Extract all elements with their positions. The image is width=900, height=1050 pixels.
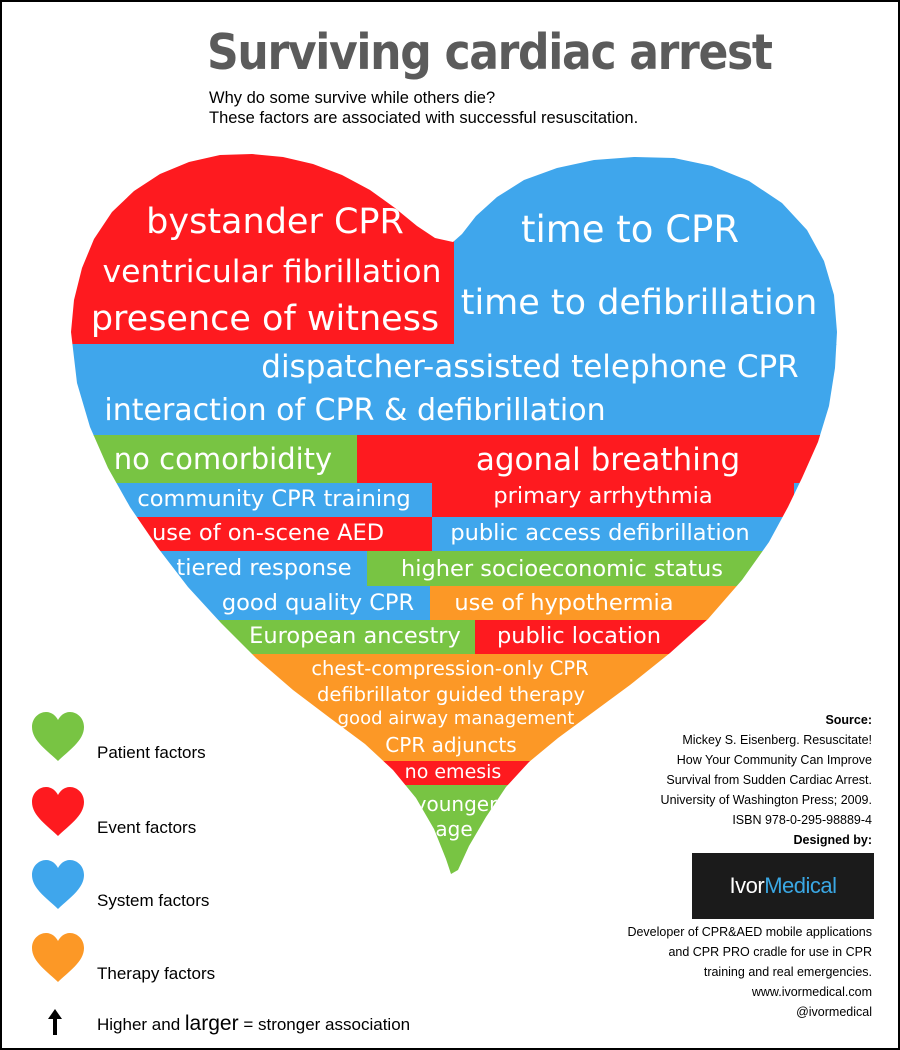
legend-label: System factors bbox=[97, 891, 210, 910]
factor-label: time to defibrillation bbox=[460, 283, 818, 323]
factor-label: presence of witness bbox=[90, 299, 440, 339]
factor-label: ventricular fibrillation bbox=[102, 254, 442, 290]
developer-line: and CPR PRO cradle for use in CPR bbox=[668, 945, 872, 959]
factor-label: younger bbox=[414, 792, 498, 816]
block-event bbox=[357, 435, 837, 483]
factor-label: dispatcher-assisted telephone CPR bbox=[261, 349, 799, 385]
heart-icon bbox=[32, 860, 84, 909]
factor-label: community CPR training bbox=[137, 486, 411, 512]
page-title: Surviving cardiac arrest bbox=[207, 24, 773, 81]
source-line: ISBN 978-0-295-98889-4 bbox=[732, 813, 872, 827]
heart-icon bbox=[32, 933, 84, 982]
factor-label: good quality CPR bbox=[221, 590, 415, 616]
website-link[interactable]: www.ivormedical.com bbox=[751, 985, 872, 999]
legend-label: Event factors bbox=[97, 818, 197, 837]
block-patient bbox=[71, 435, 357, 483]
legend-label: Patient factors bbox=[97, 743, 206, 762]
twitter-handle[interactable]: @ivormedical bbox=[796, 1005, 872, 1019]
factor-label: agonal breathing bbox=[475, 442, 741, 478]
factor-label: time to CPR bbox=[520, 208, 740, 251]
association-text: = stronger association bbox=[238, 1015, 411, 1034]
factor-label: age bbox=[435, 817, 473, 841]
factor-label: primary arrhythmia bbox=[493, 483, 713, 509]
developer-line: training and real emergencies. bbox=[703, 965, 872, 979]
arrow-up-icon bbox=[48, 1009, 62, 1035]
block-event bbox=[432, 483, 794, 517]
factor-label: higher socioeconomic status bbox=[400, 556, 724, 582]
factor-label: tiered response bbox=[176, 555, 352, 581]
factor-label: chest-compression-only CPR bbox=[311, 657, 589, 680]
factor-label: no emesis bbox=[404, 761, 502, 783]
factor-label: bystander CPR bbox=[146, 202, 404, 242]
association-text: Higher and bbox=[97, 1015, 185, 1034]
factor-label: interaction of CPR & defibrillation bbox=[104, 393, 606, 428]
source-line: University of Washington Press; 2009. bbox=[660, 793, 872, 807]
factor-label: use of hypothermia bbox=[454, 590, 674, 616]
designed-by-heading: Designed by: bbox=[793, 833, 873, 847]
subtitle: Why do some survive while others die? Th… bbox=[209, 88, 638, 128]
source-heading: Source: bbox=[825, 713, 872, 727]
source-line: Survival from Sudden Cardiac Arrest. bbox=[666, 773, 872, 787]
association-emphasis: larger bbox=[184, 1012, 239, 1035]
factor-label: European ancestry bbox=[249, 623, 461, 649]
source-block: Source: Mickey S. Eisenberg. Resuscitate… bbox=[661, 710, 872, 850]
heart-icon bbox=[32, 787, 84, 836]
subtitle-line: These factors are associated with succes… bbox=[209, 109, 639, 127]
developer-line: Developer of CPR&AED mobile applications bbox=[627, 925, 872, 939]
factor-label: public access defibrillation bbox=[450, 520, 750, 546]
factor-label: good airway management bbox=[337, 708, 575, 729]
factor-label: CPR adjuncts bbox=[385, 733, 517, 757]
developer-block: Developer of CPR&AED mobile applications… bbox=[627, 922, 872, 1022]
factor-label: defibrillator guided therapy bbox=[316, 683, 586, 706]
subtitle-line: Why do some survive while others die? bbox=[209, 89, 496, 107]
heart-icon bbox=[32, 712, 84, 761]
factor-label: no comorbidity bbox=[113, 442, 333, 476]
source-line: Mickey S. Eisenberg. Resuscitate! bbox=[682, 733, 872, 747]
legend-label: Therapy factors bbox=[97, 964, 216, 983]
block-system bbox=[794, 483, 837, 517]
association-note: Higher and larger = stronger association bbox=[97, 1012, 410, 1036]
factor-label: use of on-scene AED bbox=[151, 520, 385, 546]
factor-label: public location bbox=[496, 623, 662, 649]
block-system-wide bbox=[71, 344, 837, 436]
source-line: How Your Community Can Improve bbox=[676, 753, 872, 767]
